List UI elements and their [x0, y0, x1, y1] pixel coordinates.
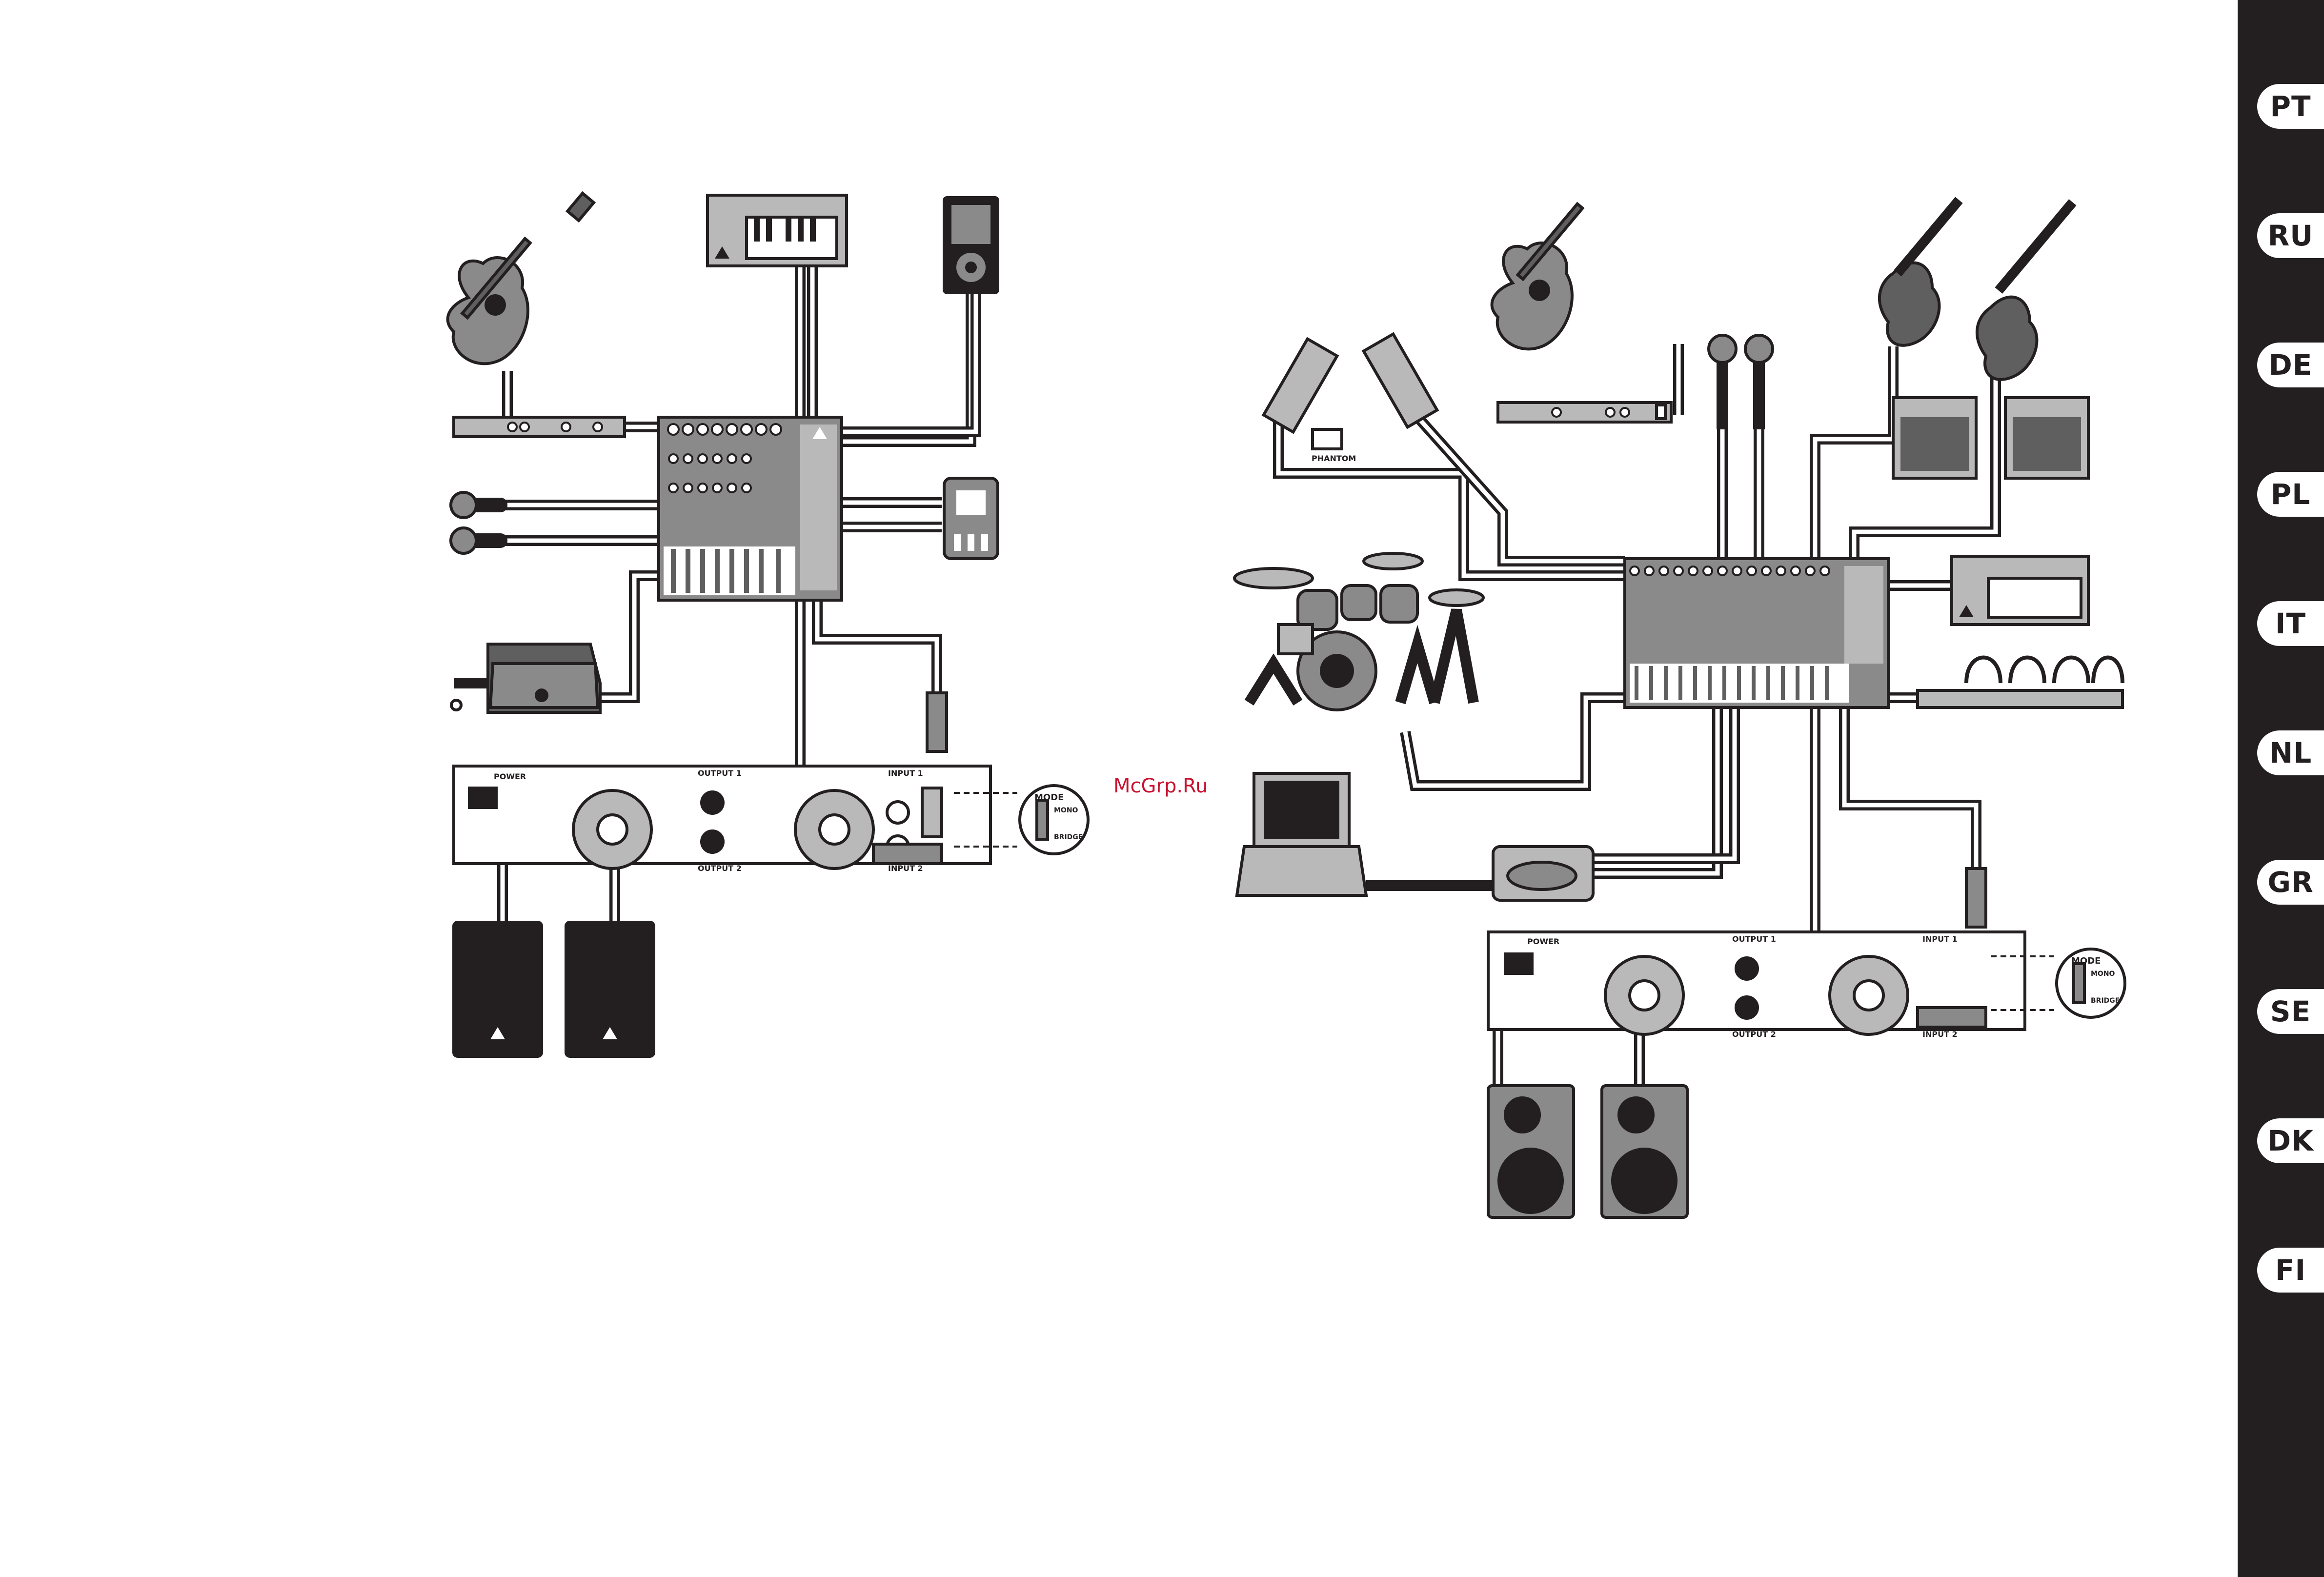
amp2-input1-label: INPUT 1 — [1922, 934, 1958, 944]
lang-tab-pt[interactable]: PT — [2257, 84, 2324, 129]
amp-output2-label: OUTPUT 2 — [698, 864, 742, 873]
amp-output1-label: OUTPUT 1 — [698, 768, 742, 778]
lang-tab-gr[interactable]: GR — [2257, 860, 2324, 905]
mono-label-left: MONO — [1054, 807, 1078, 814]
mode-label-left: MODE — [1034, 792, 1064, 803]
lang-tab-fi[interactable]: FI — [2257, 1248, 2324, 1293]
acoustic-guitar — [448, 193, 594, 364]
midi-keyboard-2 — [1952, 556, 2088, 625]
drum-kit — [1234, 553, 1483, 710]
lang-tab-de[interactable]: DE — [2257, 343, 2324, 387]
vocal-microphones — [1709, 335, 1773, 429]
lang-tab-ru[interactable]: RU — [2257, 213, 2324, 258]
amp2-power-label: POWER — [1527, 937, 1559, 946]
lang-tab-dk[interactable]: DK — [2257, 1118, 2324, 1163]
usb-audio-interface — [1493, 847, 1593, 900]
electric-guitars — [1879, 199, 2074, 380]
amp-power-label: POWER — [494, 772, 526, 781]
handheld-microphones — [451, 492, 507, 553]
phantom-label: PHANTOM — [1312, 454, 1356, 463]
mode-label-right: MODE — [2071, 956, 2101, 966]
lang-tab-pl[interactable]: PL — [2257, 472, 2324, 517]
compact-mixer — [659, 417, 842, 600]
power-strip — [944, 478, 998, 559]
condenser-microphones: PHANTOM — [1264, 334, 1437, 463]
bridge-label-left: BRIDGE — [1054, 833, 1083, 841]
acoustic-guitar-2 — [1492, 204, 1583, 349]
amp2-input2-label: INPUT 2 — [1922, 1030, 1958, 1039]
pa-speakers-left — [454, 922, 654, 1056]
laptop — [1237, 773, 1366, 895]
power-amplifier-left: POWER OUTPUT 1 OUTPUT 2 INPUT 1 INPUT 2 — [454, 693, 990, 873]
bridge-label-right: BRIDGE — [2091, 997, 2120, 1005]
lang-tab-nl[interactable]: NL — [2257, 730, 2324, 775]
lang-tab-it[interactable]: IT — [2257, 601, 2324, 646]
amp2-output1-label: OUTPUT 1 — [1732, 934, 1776, 944]
amp-input1-label: INPUT 1 — [888, 768, 923, 778]
studio-monitors — [1488, 1086, 1687, 1217]
rack-di-box — [1498, 403, 1671, 422]
lang-tab-se[interactable]: SE — [2257, 989, 2324, 1034]
headphone-amplifier — [1918, 658, 2122, 708]
large-mixer — [1625, 559, 1888, 708]
right-setup: PHANTOM — [1234, 199, 2125, 1217]
mp3-player — [944, 198, 998, 293]
mono-label-right: MONO — [2091, 970, 2115, 978]
left-setup: POWER OUTPUT 1 OUTPUT 2 INPUT 1 INPUT 2 … — [448, 193, 1088, 1056]
midi-keyboard — [707, 195, 847, 266]
watermark: McGrp.Ru — [1113, 775, 1208, 797]
di-box — [454, 417, 625, 437]
power-adapter — [451, 644, 600, 712]
amp2-output2-label: OUTPUT 2 — [1732, 1030, 1776, 1039]
